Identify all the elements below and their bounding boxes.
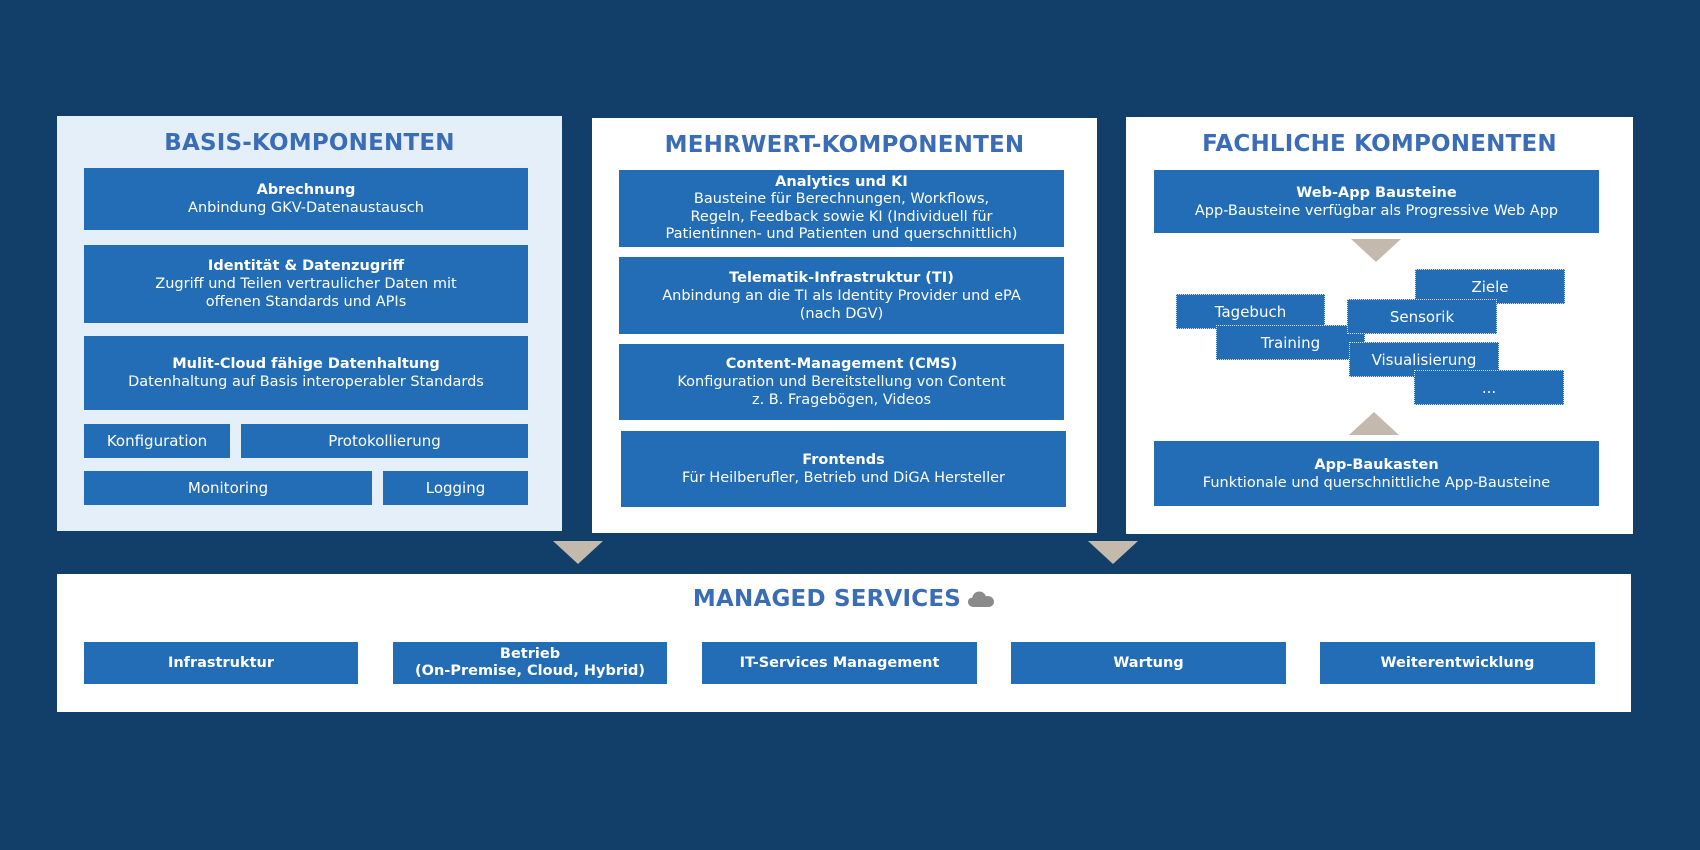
monitoring-box[interactable]: Monitoring — [84, 471, 372, 505]
cloud-icon — [968, 591, 995, 607]
frontends-title: Frontends — [802, 452, 885, 468]
frontends-desc: Für Heilberufler, Betrieb und DiGA Herst… — [681, 470, 1005, 486]
managed-weiterentwicklung[interactable]: Weiterentwicklung — [1320, 642, 1595, 684]
managed-weiterentwicklung-label: Weiterentwicklung — [1380, 654, 1535, 671]
identitaet-desc: Zugriff und Teilen vertraulicher Daten m… — [155, 276, 457, 310]
arrow-down-icon — [553, 541, 603, 564]
managed-betrieb[interactable]: Betrieb (On-Premise, Cloud, Hybrid) — [393, 642, 667, 684]
module-ziele[interactable]: Ziele — [1415, 269, 1565, 304]
analytics-box[interactable]: Analytics und KI Bausteine für Berechnun… — [619, 170, 1064, 247]
baukasten-title: App-Baukasten — [1314, 456, 1439, 473]
module-sensorik[interactable]: Sensorik — [1347, 299, 1497, 334]
multicloud-title: Mulit-Cloud fähige Datenhaltung — [172, 356, 440, 372]
fachlich-title: FACHLICHE KOMPONENTEN — [1202, 131, 1557, 157]
multicloud-box[interactable]: Mulit-Cloud fähige Datenhaltung Datenhal… — [84, 336, 528, 410]
managed-wartung[interactable]: Wartung — [1011, 642, 1286, 684]
managed-title-row: MANAGED SERVICES — [57, 586, 1631, 612]
managed-infrastruktur[interactable]: Infrastruktur — [84, 642, 358, 684]
managed-title: MANAGED SERVICES — [692, 586, 962, 612]
arrow-down-icon — [1351, 239, 1401, 262]
baukasten-box[interactable]: App-Baukasten Funktionale und querschnit… — [1154, 441, 1599, 506]
managed-it-services-label: IT-Services Management — [739, 654, 940, 671]
managed-it-services[interactable]: IT-Services Management — [702, 642, 977, 684]
managed-infrastruktur-label: Infrastruktur — [167, 654, 275, 671]
telematik-title: Telematik-Infrastruktur (TI) — [729, 269, 954, 286]
telematik-desc: Anbindung an die TI als Identity Provide… — [662, 287, 1021, 322]
analytics-desc: Bausteine für Berechnungen, Workflows, R… — [665, 191, 1018, 242]
basis-panel: BASIS-KOMPONENTEN Abrechnung Anbindung G… — [57, 116, 562, 531]
arrow-up-icon — [1349, 412, 1399, 435]
abrechnung-desc: Anbindung GKV-Datenaustausch — [188, 200, 424, 216]
cms-box[interactable]: Content-Management (CMS) Konfiguration u… — [619, 344, 1064, 420]
identitaet-title: Identität & Datenzugriff — [207, 258, 405, 274]
baukasten-desc: Funktionale und querschnittliche App-Bau… — [1202, 474, 1551, 491]
konfiguration-box[interactable]: Konfiguration — [84, 424, 230, 458]
managed-betrieb-label: Betrieb (On-Premise, Cloud, Hybrid) — [415, 646, 645, 679]
abrechnung-title: Abrechnung — [256, 182, 356, 198]
mehrwert-title: MEHRWERT-KOMPONENTEN — [664, 132, 1025, 158]
basis-title: BASIS-KOMPONENTEN — [164, 130, 455, 156]
cms-title: Content-Management (CMS) — [725, 356, 958, 372]
webapp-box[interactable]: Web-App Bausteine App-Bausteine verfügba… — [1154, 170, 1599, 233]
cms-desc: Konfiguration und Bereitstellung von Con… — [677, 374, 1006, 408]
frontends-box[interactable]: Frontends Für Heilberufler, Betrieb und … — [621, 431, 1066, 507]
module-training[interactable]: Training — [1216, 325, 1365, 360]
protokollierung-box[interactable]: Protokollierung — [241, 424, 528, 458]
webapp-desc: App-Bausteine verfügbar als Progressive … — [1194, 202, 1559, 219]
telematik-box[interactable]: Telematik-Infrastruktur (TI) Anbindung a… — [619, 257, 1064, 334]
logging-box[interactable]: Logging — [383, 471, 528, 505]
abrechnung-box[interactable]: Abrechnung Anbindung GKV-Datenaustausch — [84, 168, 528, 230]
analytics-title: Analytics und KI — [775, 173, 908, 190]
identitaet-box[interactable]: Identität & Datenzugriff Zugriff und Tei… — [84, 245, 528, 323]
managed-wartung-label: Wartung — [1113, 654, 1184, 671]
module-tagebuch[interactable]: Tagebuch — [1176, 294, 1325, 329]
arrow-down-icon — [1088, 541, 1138, 564]
multicloud-desc: Datenhaltung auf Basis interoperabler St… — [128, 374, 484, 390]
mehrwert-panel: MEHRWERT-KOMPONENTEN Analytics und KI Ba… — [592, 118, 1097, 533]
webapp-title: Web-App Bausteine — [1296, 184, 1457, 201]
managed-panel: MANAGED SERVICES Infrastruktur Betrieb (… — [57, 574, 1631, 712]
module-more[interactable]: ... — [1414, 370, 1564, 405]
fachlich-panel: FACHLICHE KOMPONENTEN Web-App Bausteine … — [1126, 117, 1633, 534]
